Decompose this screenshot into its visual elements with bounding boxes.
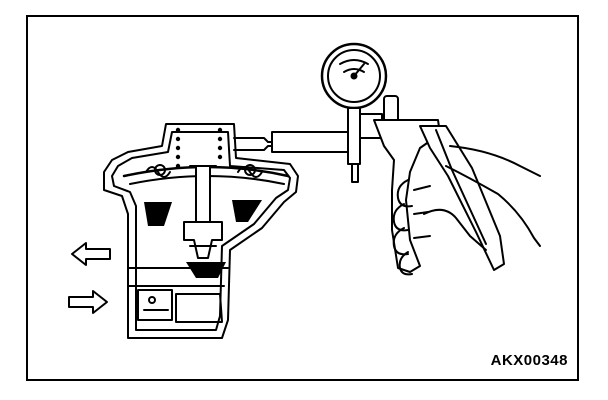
vacuum-gauge (271, 42, 388, 183)
outlet-arrow (71, 242, 111, 266)
valve-body (103, 123, 349, 339)
inlet-arrow (68, 290, 108, 314)
hand (392, 145, 541, 276)
figure-code: AKX00348 (490, 352, 568, 369)
hand-vacuum-pump (373, 95, 505, 273)
figure-frame (26, 15, 579, 381)
